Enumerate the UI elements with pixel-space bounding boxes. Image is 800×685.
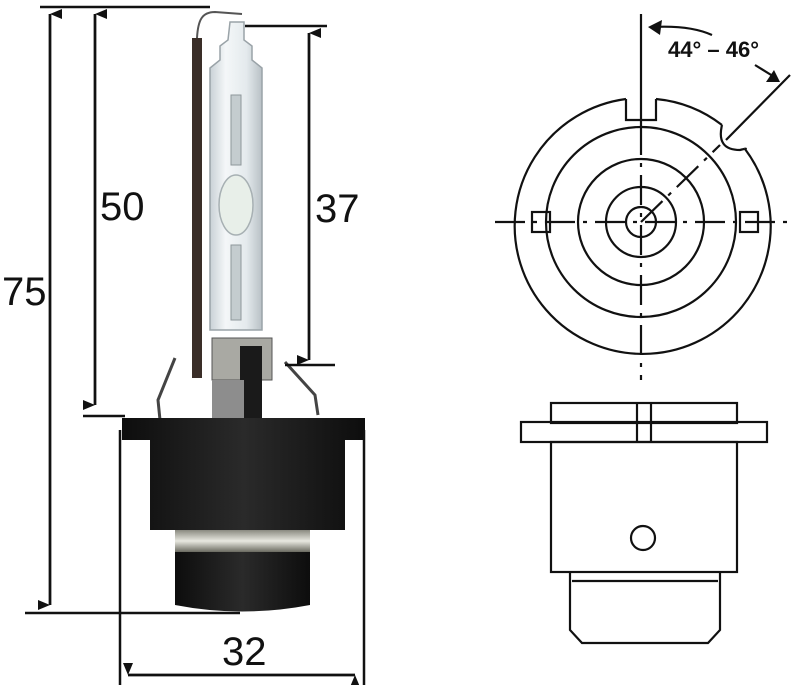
dimension-lines [25, 5, 366, 685]
end-view [495, 14, 791, 380]
bulb-photo [122, 10, 365, 612]
dim-burner-length: 37 [315, 187, 360, 231]
side-view [519, 401, 769, 645]
dim-base-to-top: 50 [100, 185, 145, 229]
dim-base-width: 32 [222, 630, 267, 674]
dim-overall-height: 75 [2, 270, 47, 314]
angle-label: 44° – 46° [668, 37, 759, 62]
